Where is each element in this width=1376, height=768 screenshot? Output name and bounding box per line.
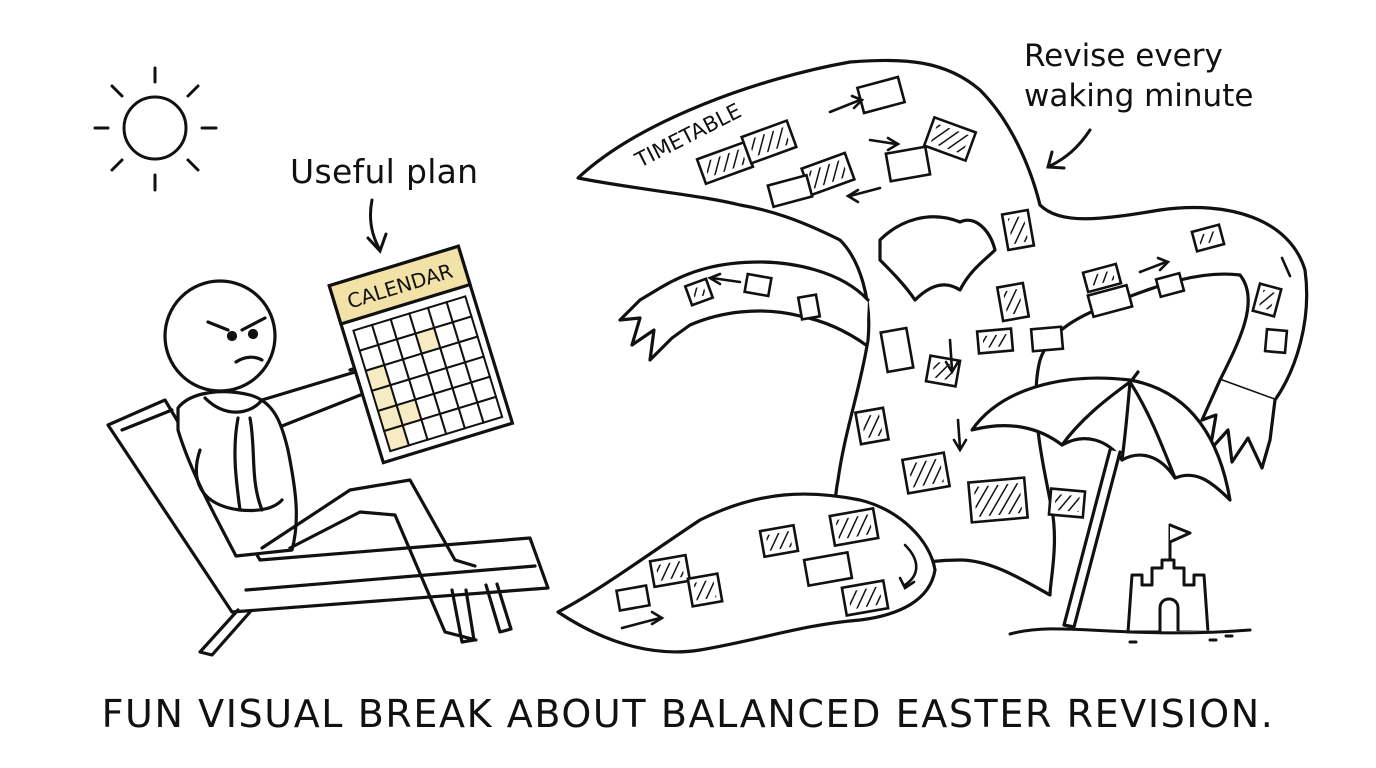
plan-arrow [366, 198, 388, 254]
calendar-icon: CALENDAR [327, 244, 515, 465]
timetable-cell [840, 579, 890, 617]
timetable-cell [1086, 283, 1134, 319]
timetable-cell [900, 451, 952, 495]
timetable-cell [975, 327, 1015, 355]
timetable-cell [1190, 223, 1226, 253]
timetable-cell [802, 550, 854, 588]
timetable-arrows [620, 94, 1292, 630]
revise-label-line-2: waking minute [1024, 78, 1254, 114]
timetable-cell [1154, 271, 1186, 299]
timetable-cell [796, 293, 822, 321]
calendar-grid [352, 295, 504, 453]
timetable-cell [1081, 262, 1123, 294]
beach-umbrella-icon [970, 370, 1232, 629]
timetable-cell [614, 584, 652, 612]
stick-figure [163, 279, 478, 642]
timetable-cell [924, 354, 962, 388]
timetable-cell [1251, 282, 1283, 318]
revise-label-line-1: Revise every [1024, 38, 1223, 74]
timetable-cell [739, 118, 799, 166]
sandcastle-icon [1008, 523, 1252, 644]
timetable-cell [1263, 327, 1289, 355]
timetable-cell [648, 553, 692, 589]
timetable-cell [758, 523, 800, 559]
deck-chair-icon [106, 398, 550, 657]
sun-icon [93, 66, 218, 192]
timetable-cell [853, 406, 891, 446]
revise-label: Revise every waking minute [1024, 36, 1253, 116]
timetable-cell [1000, 208, 1036, 252]
revise-arrow [1046, 128, 1092, 170]
timetable-cell [884, 145, 932, 183]
timetable-cell [828, 506, 880, 548]
timetable-cell [1029, 325, 1065, 353]
caption: FUN VISUAL BREAK ABOUT BALANCED EASTER R… [101, 692, 1275, 736]
timetable-cell [995, 281, 1031, 323]
timetable-cell [686, 572, 724, 608]
useful-plan-label: Useful plan [290, 152, 479, 191]
timetable-cell [1047, 487, 1087, 519]
timetable-cell [743, 272, 773, 298]
timetable-cell [966, 476, 1030, 524]
timetable-cell [766, 173, 814, 209]
timetable-cell [922, 115, 978, 163]
calendar-cell [476, 395, 504, 424]
timetable-cell [683, 277, 715, 307]
timetable-cell [879, 326, 915, 374]
timetable-cells [614, 75, 1289, 617]
